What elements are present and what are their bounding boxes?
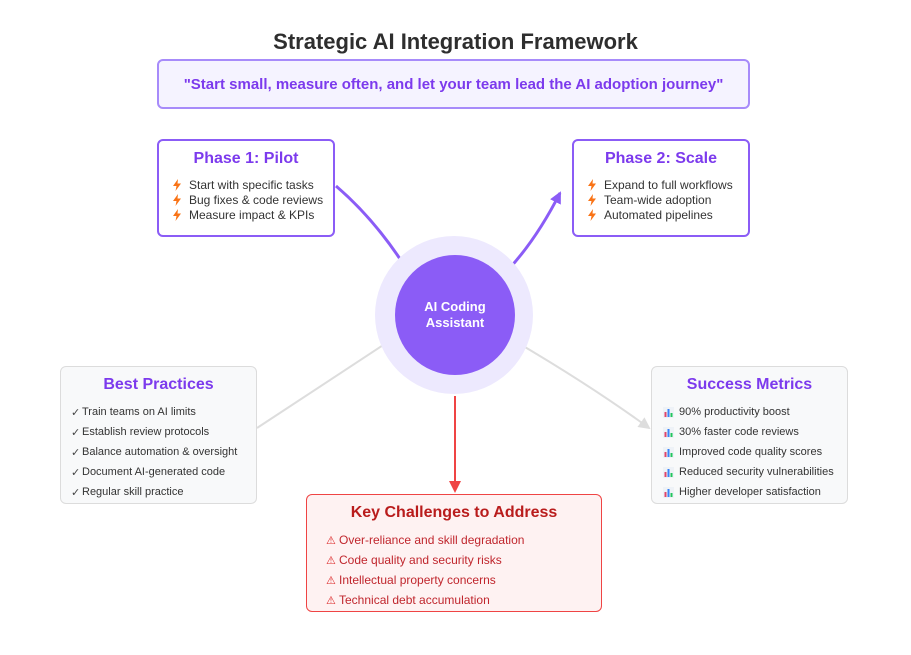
best-practices-item: ✓ Establish review protocols [61,422,256,442]
phase-1-item-label: Measure impact & KPIs [189,207,315,222]
key-challenges-item: ⚠ Technical debt accumulation [307,590,601,610]
phase-2-item: Expand to full workflows [574,177,748,192]
warning-icon: ⚠ [326,554,336,567]
phase-1-box: Phase 1: Pilot Start with specific tasks… [157,139,335,237]
key-challenges-item-label: Code quality and security risks [339,553,502,567]
warning-icon: ⚠ [326,594,336,607]
phase-2-item: Automated pipelines [574,207,748,222]
lightning-bolt-icon [588,193,596,206]
phase-1-item-label: Bug fixes & code reviews [189,192,324,207]
lightning-bolt-icon [588,208,596,221]
success-metrics-item-label: Higher developer satisfaction [679,486,821,498]
success-metrics-item: 30% faster code reviews [652,422,847,442]
best-practices-item: ✓ Balance automation & oversight [61,442,256,462]
lightning-bolt-icon [173,178,181,191]
phase-2-box: Phase 2: Scale Expand to full workflows … [572,139,750,237]
check-icon: ✓ [71,406,81,419]
best-practices-item-label: Balance automation & oversight [82,446,238,458]
success-metrics-item-label: Reduced security vulnerabilities [679,466,834,478]
success-metrics-item-label: 30% faster code reviews [679,426,799,438]
best-practices-item-label: Regular skill practice [82,486,184,498]
success-metrics-item: Improved code quality scores [652,442,847,462]
best-practices-item: ✓ Document AI-generated code [61,462,256,482]
best-practices-item-label: Establish review protocols [82,426,210,438]
phase-1-item-label: Start with specific tasks [189,177,314,192]
phase-1-item: Measure impact & KPIs [159,207,333,222]
best-practices-title: Best Practices [103,376,214,393]
quote-banner: "Start small, measure often, and let you… [157,59,750,109]
phase-2-item-label: Team-wide adoption [604,192,712,207]
bar-chart-icon [663,486,674,498]
best-practices-item-label: Train teams on AI limits [82,406,196,418]
success-metrics-item-label: Improved code quality scores [679,446,823,458]
success-metrics-item: Reduced security vulnerabilities [652,462,847,482]
center-node: AI Coding Assistant [395,255,515,375]
best-practices-item-label: Document AI-generated code [82,466,226,478]
check-icon: ✓ [71,466,81,479]
key-challenges-item-label: Over-reliance and skill degradation [339,533,525,547]
lightning-bolt-icon [173,208,181,221]
warning-icon: ⚠ [326,574,336,587]
bar-chart-icon [663,406,674,418]
arrow-best-practices-to-center [256,334,399,429]
lightning-bolt-icon [588,178,596,191]
lightning-bolt-icon [173,193,181,206]
best-practices-item: ✓ Train teams on AI limits [61,402,256,422]
success-metrics-item-label: 90% productivity boost [679,406,790,418]
phase-1-item: Start with specific tasks [159,177,333,192]
key-challenges-title: Key Challenges to Address [350,504,558,521]
check-icon: ✓ [71,446,81,459]
phase-1-item: Bug fixes & code reviews [159,192,333,207]
key-challenges-item-label: Technical debt accumulation [339,593,490,607]
bar-chart-icon [663,426,674,438]
diagram-title: Strategic AI Integration Framework [273,29,638,54]
best-practices-box: Best Practices ✓ Train teams on AI limit… [60,366,257,504]
success-metrics-item: Higher developer satisfaction [652,482,847,502]
key-challenges-item: ⚠ Code quality and security risks [307,550,601,570]
arrow-center-to-success-metrics [512,339,651,430]
warning-icon: ⚠ [326,534,336,547]
phase-1-title: Phase 1: Pilot [193,150,299,167]
check-icon: ✓ [71,426,81,439]
phase-2-item-label: Expand to full workflows [604,177,733,192]
phase-2-item: Team-wide adoption [574,192,748,207]
bar-chart-icon [663,466,674,478]
key-challenges-box: Key Challenges to Address ⚠ Over-relianc… [306,494,602,612]
success-metrics-item: 90% productivity boost [652,402,847,422]
check-icon: ✓ [71,486,81,499]
key-challenges-item: ⚠ Over-reliance and skill degradation [307,530,601,550]
key-challenges-item: ⚠ Intellectual property concerns [307,570,601,590]
success-metrics-title: Success Metrics [686,376,813,393]
phase-2-title: Phase 2: Scale [604,150,718,167]
phase-2-item-label: Automated pipelines [604,207,713,222]
bar-chart-icon [663,446,674,458]
center-node-label: AI Coding Assistant [424,299,486,330]
key-challenges-item-label: Intellectual property concerns [339,573,496,587]
best-practices-item: ✓ Regular skill practice [61,482,256,502]
success-metrics-box: Success Metrics 90% productivity boost 3… [651,366,848,504]
